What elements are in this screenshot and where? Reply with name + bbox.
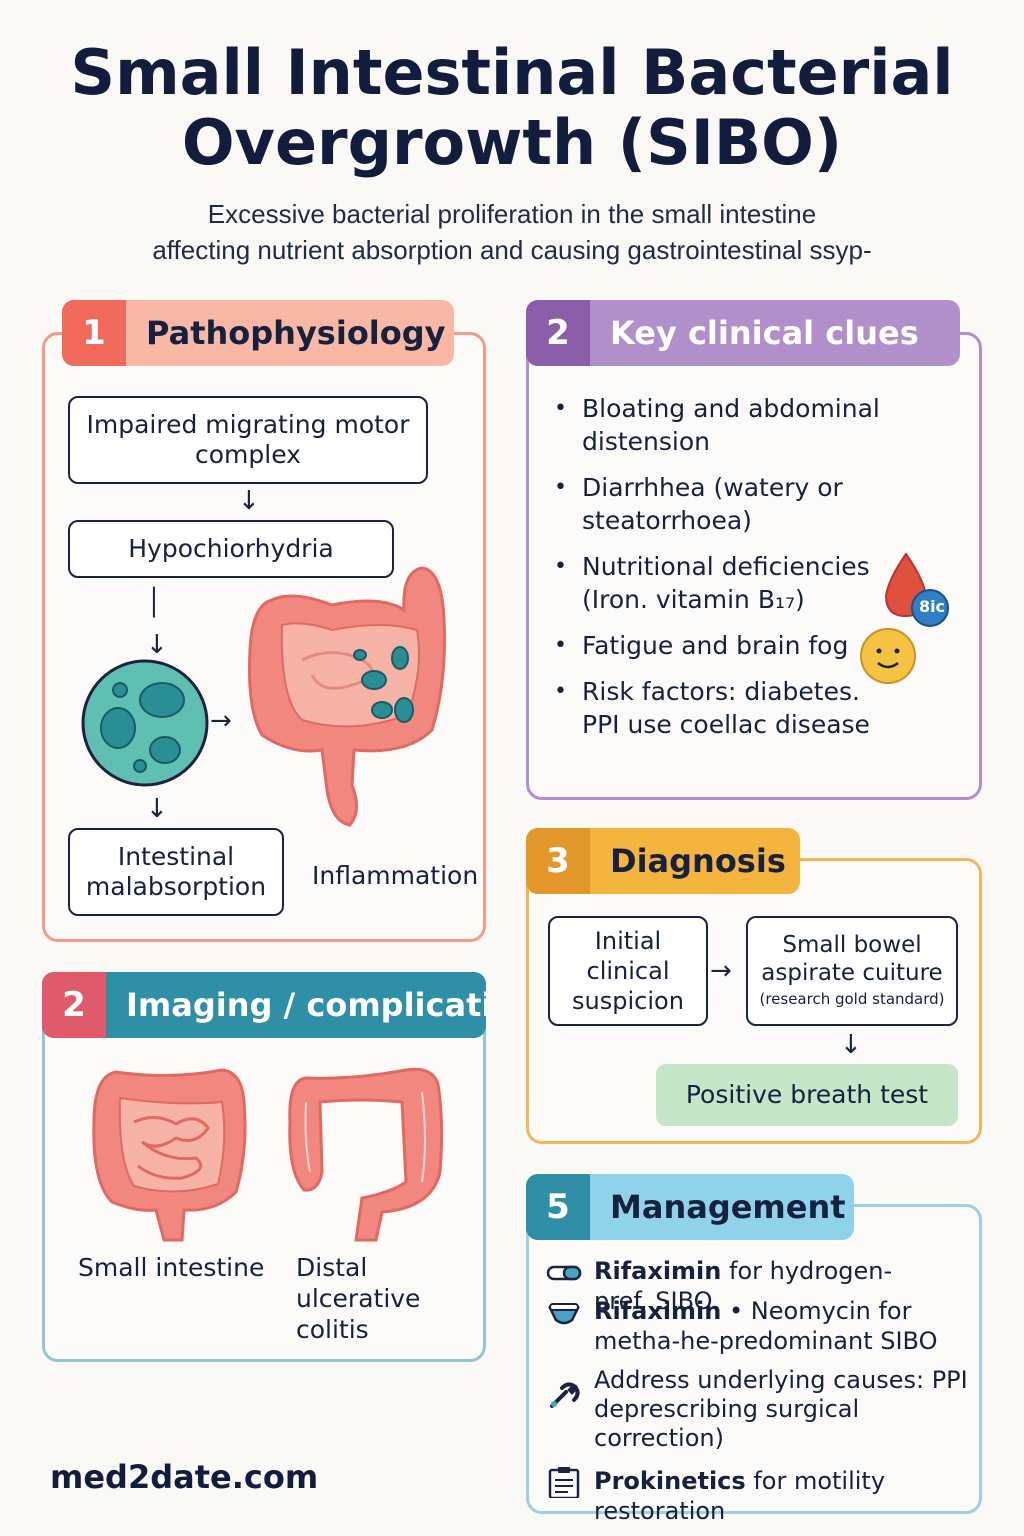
wrench-icon [550,1382,580,1408]
gold-standard-note: (research gold standard) [759,990,945,1008]
clinical-suspicion-box: Initial clinical suspicion [548,916,708,1026]
page-title: Small Intestinal Bacterial Overgrowth (S… [0,38,1024,178]
blood-drop-icon [884,552,949,627]
arrow-down-icon: ↓ [146,794,168,824]
arrow-down-icon: ↓ [146,630,168,660]
list-item: Nutritional deficiencies (Iron. vitamin … [550,550,890,616]
section-number: 5 [526,1174,590,1240]
drug-name: Rifaximin [594,1297,722,1325]
aspirate-culture-box: Small bowel aspirate cuiture (research g… [746,916,958,1026]
section-heading: Imaging / complicati [126,986,486,1024]
ulcerative-colitis-label: Distal ulcerative colitis [296,1253,421,1344]
section-heading: Management [610,1188,846,1226]
title-line-1: Small Intestinal Bacterial [70,36,954,109]
arrow-down-icon: │ [146,588,162,618]
smiley-face-icon [860,628,916,684]
arrow-right-icon: → [210,706,232,736]
clinical-clues-tab: 2 Key clinical clues [526,300,960,366]
drug-indication: • Neomycin for metha-he-predominant SIBO [594,1297,938,1355]
section-heading: Key clinical clues [610,314,919,352]
arrow-right-icon: → [710,956,732,986]
underlying-causes-text: Address underlying causes: PPI deprescri… [594,1366,968,1452]
vitamin-badge-label: 8ic [918,597,946,616]
page-subtitle: Excessive bacterial proliferation in the… [40,196,984,268]
impaired-mmc-box: Impaired migrating motor complex [68,396,428,484]
small-intestine-illustration [92,1068,247,1242]
title-line-2: Overgrowth (SIBO) [181,106,843,179]
clinical-clues-list: Bloating and abdominal distension Diarrh… [550,392,890,754]
imaging-tab: 2 Imaging / complicati [42,972,486,1038]
section-number: 2 [42,972,106,1038]
arrow-down-icon: ↓ [238,486,260,516]
site-footer[interactable]: med2date.com [50,1458,319,1496]
small-intestine-label: Small intestine [78,1253,265,1282]
capsule-icon [546,1265,582,1281]
hypochlorhydria-box: Hypochiorhydria [68,520,394,578]
pathophysiology-tab: 1 Pathophysiology [62,300,454,366]
intestinal-malabsorption-box: Intestinal malabsorption [68,828,284,916]
bacteria-icon [81,659,209,787]
list-item: Fatigue and brain fog [550,629,890,662]
intestine-illustration [248,566,446,827]
diagnosis-tab: 3 Diagnosis [526,828,800,894]
list-item: Risk factors: diabetes. PPI use coellac … [550,675,890,741]
colon-illustration [288,1067,444,1242]
section-number: 2 [526,300,590,366]
drug-indication: for motility restoration [594,1467,886,1525]
subtitle-line-1: Excessive bacterial proliferation in the… [207,199,817,229]
positive-breath-test-box: Positive breath test [656,1064,958,1126]
section-number: 3 [526,828,590,894]
subtitle-line-2: affecting nutrient absorption and causin… [152,235,872,265]
section-heading: Pathophysiology [146,314,446,352]
management-tab: 5 Management [526,1174,854,1240]
drug-indication: for hydrogen-pref..SIBO [594,1257,893,1315]
arrow-down-icon: ↓ [840,1030,862,1060]
clipboard-icon [548,1467,580,1498]
section-number: 1 [62,300,126,366]
drug-name: Rifaximin [594,1257,722,1285]
management-card [526,1204,982,1514]
inflammation-label: Inflammation [312,861,479,890]
drug-name: Prokinetics [594,1467,746,1495]
aspirate-culture-label: Small bowel aspirate cuiture [761,932,943,986]
list-item: Bloating and abdominal distension [550,392,890,458]
section-heading: Diagnosis [610,842,786,880]
list-item: Diarrhhea (watery or steatorrhoea) [550,471,890,537]
pill-icon [547,1303,581,1325]
